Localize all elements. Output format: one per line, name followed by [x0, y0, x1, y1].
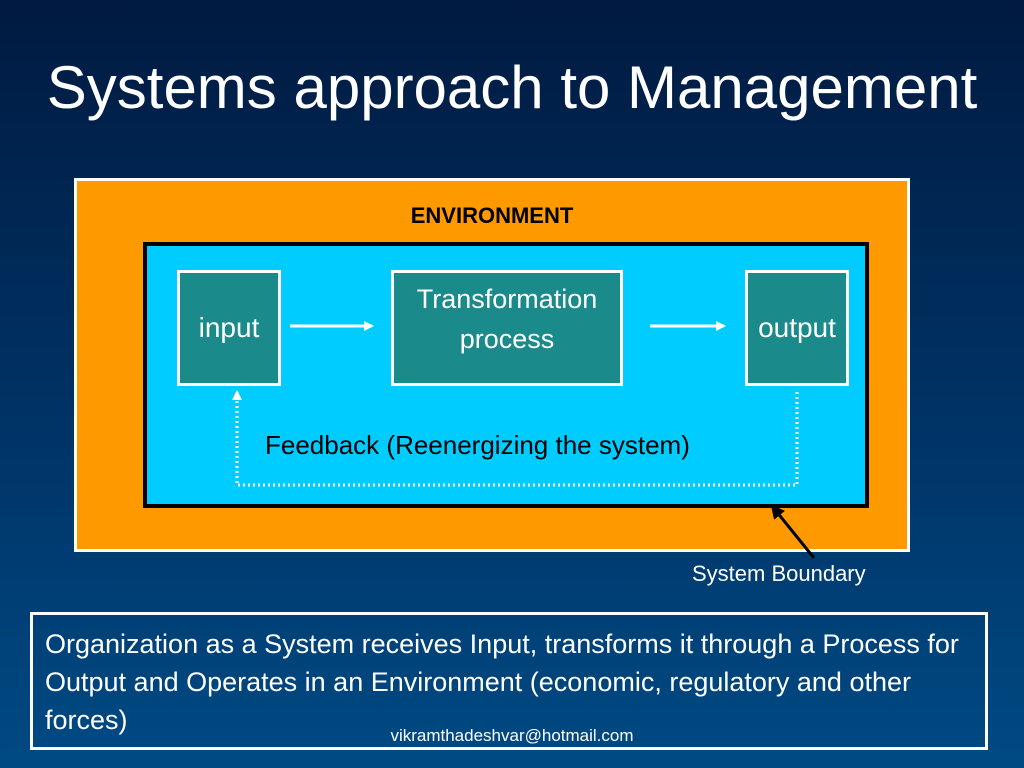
system-boundary-label: System Boundary [692, 561, 866, 586]
summary-box: Organization as a System receives Input,… [30, 612, 988, 750]
environment-box: ENVIRONMENT input Transformation process… [74, 178, 910, 552]
input-label: input [198, 312, 260, 343]
summary-text: Organization as a System receives Input,… [45, 629, 959, 735]
output-label: output [758, 312, 836, 343]
output-node: output [745, 270, 849, 386]
process-label-line2: process [459, 324, 555, 354]
feedback-loop-line [232, 390, 799, 487]
feedback-label: Feedback (Reenergizing the system) [265, 430, 690, 460]
system-boundary-box: input Transformation process output Feed… [143, 242, 869, 508]
process-label-line1: Transformation [416, 284, 598, 314]
input-node: input [177, 270, 281, 386]
slide-title: Systems approach to Management [46, 54, 978, 121]
process-node: Transformation process [391, 270, 623, 386]
system-boundary-pointer-arrow [770, 504, 816, 559]
author-credit: vikramthadeshvar@hotmail.com [390, 726, 634, 745]
environment-label: ENVIRONMENT [410, 203, 574, 228]
